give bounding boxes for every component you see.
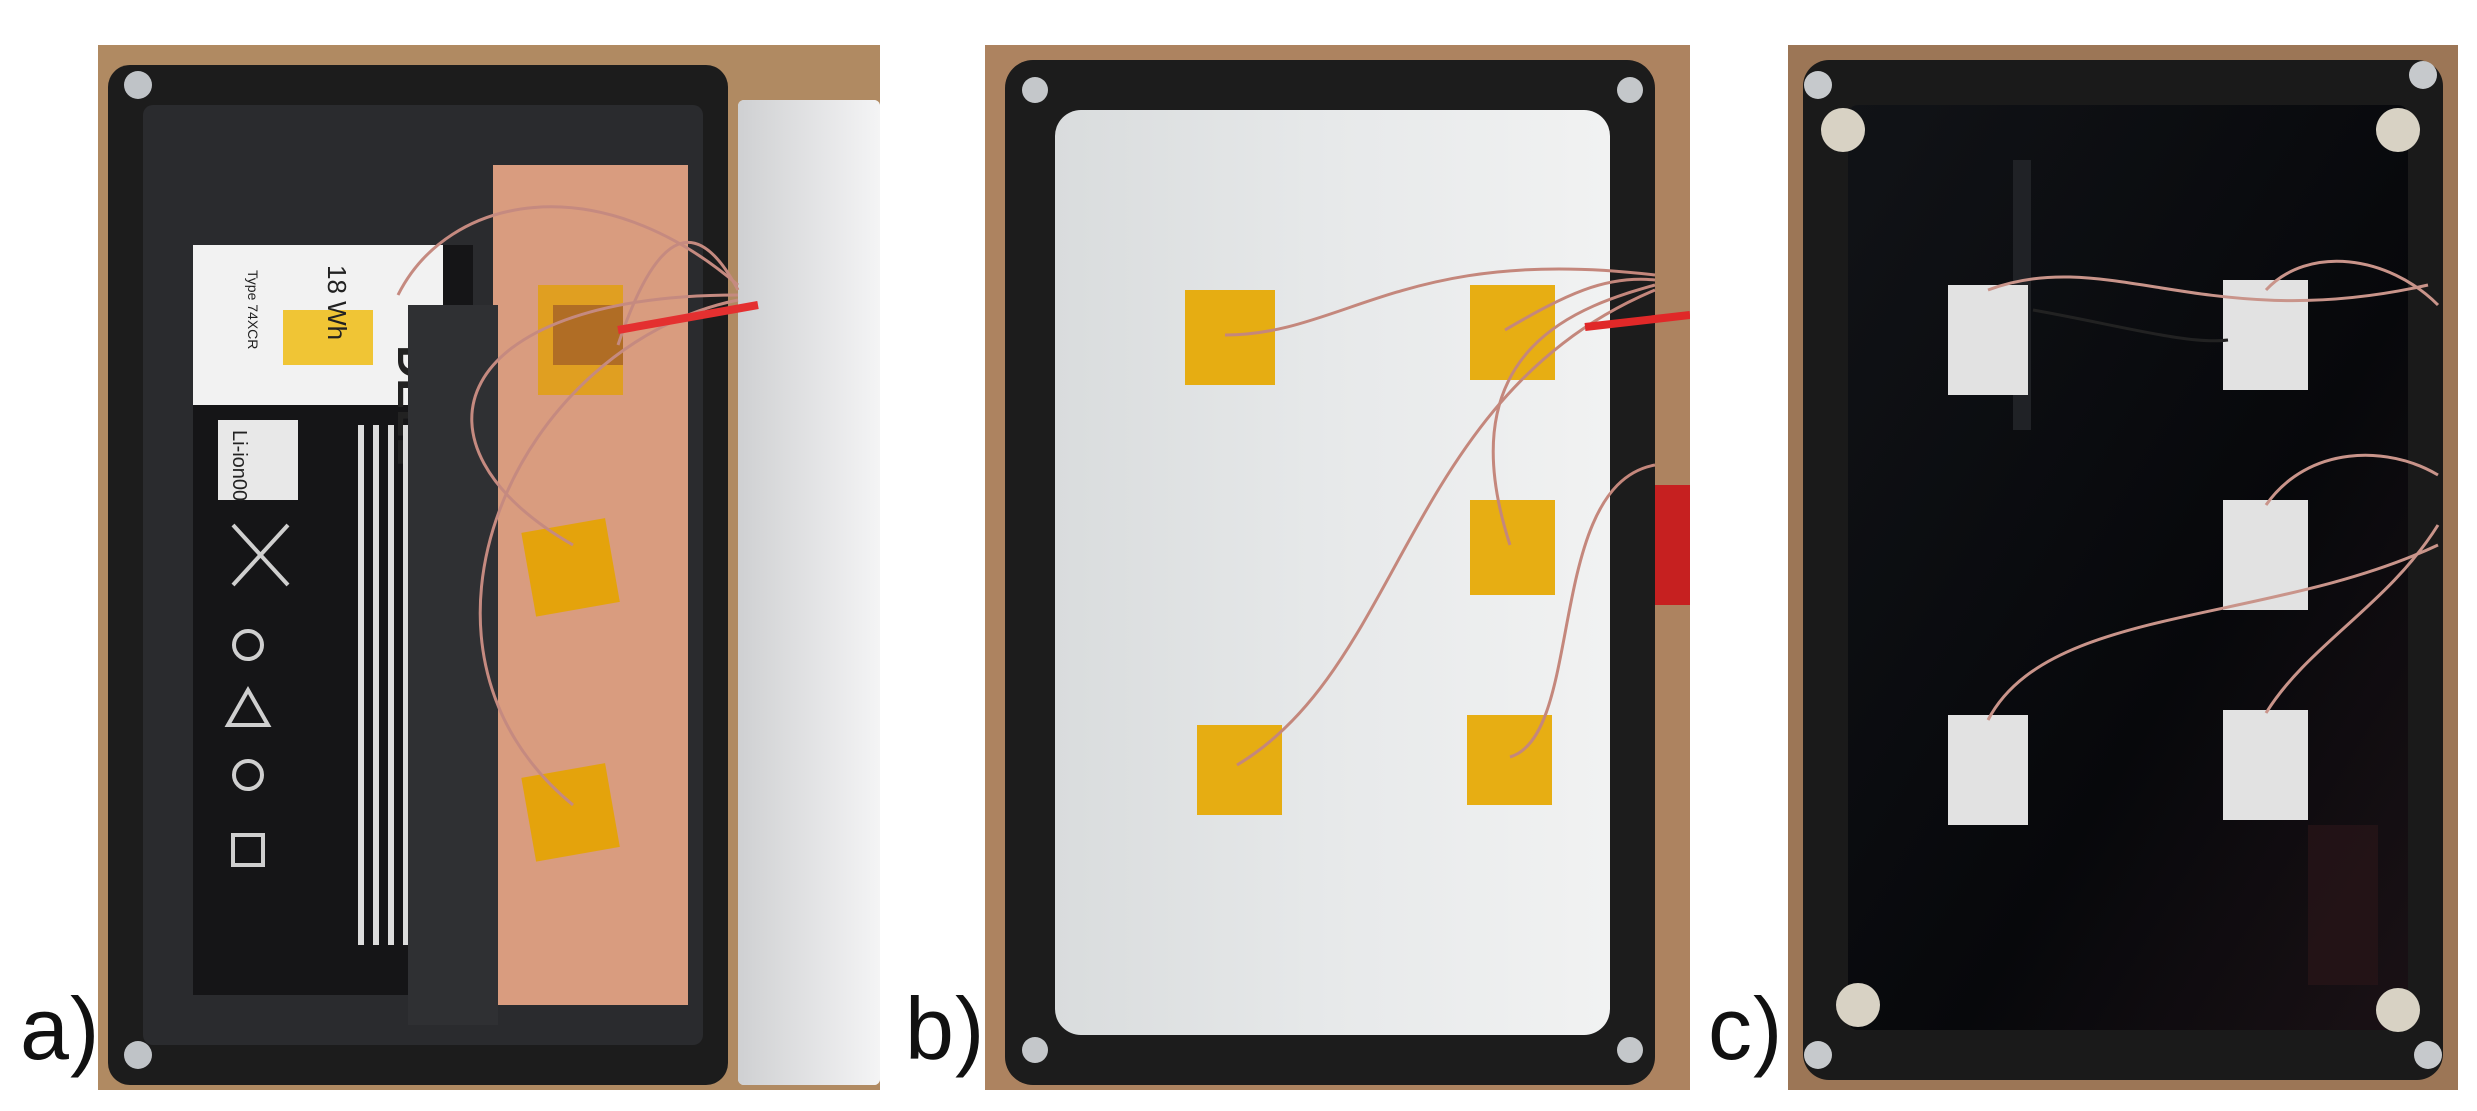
kapton-square-3	[1470, 500, 1555, 595]
red-wire	[617, 301, 759, 334]
kapton-square-3	[521, 763, 620, 862]
battery-symbols	[224, 523, 290, 867]
panel-a-svg: DELL 18 Wh Type 74XCR Li-ion00	[98, 45, 880, 1090]
battery-fineprint	[358, 425, 409, 945]
panel-b-svg	[985, 45, 1690, 1090]
red-wire	[1584, 311, 1690, 331]
red-connector	[1655, 485, 1690, 605]
battery-type: Type 74XCR	[245, 270, 261, 349]
diffuser-shade	[738, 100, 880, 1085]
panel-b-wires	[1224, 267, 1656, 767]
battery-tape	[283, 310, 373, 365]
battery-chemistry-box	[218, 420, 298, 500]
panel-c-wires	[1986, 259, 2440, 721]
panel-b-photo	[985, 45, 1690, 1090]
heater-element	[553, 305, 623, 365]
panel-c-clips	[1821, 108, 2420, 1032]
kapton-square-2	[1470, 285, 1555, 380]
sensor-pad-5	[2223, 710, 2308, 820]
black-wire	[2032, 308, 2229, 343]
copper-gap	[408, 305, 498, 1025]
panel-c-photo	[1788, 45, 2458, 1090]
panel-c-svg	[1788, 45, 2458, 1090]
panel-b-label: b)	[905, 979, 986, 1078]
panel-b-screws	[1022, 77, 1643, 1063]
battery-capacity: 18 Wh	[322, 265, 352, 340]
kapton-square-2	[521, 518, 620, 617]
screen-reflection-red	[2308, 825, 2378, 985]
panel-a-label: a)	[20, 979, 101, 1078]
sensor-pad-1	[1948, 285, 2028, 395]
kapton-square-4	[1197, 725, 1282, 815]
kapton-square-1	[1185, 290, 1275, 385]
panel-c-screws	[1804, 61, 2442, 1069]
sensor-pad-4	[1948, 715, 2028, 825]
panel-a-photo: DELL 18 Wh Type 74XCR Li-ion00	[98, 45, 880, 1090]
panel-c-label: c)	[1708, 979, 1784, 1078]
panel-a-wires	[396, 205, 740, 807]
panel-a-screws	[124, 71, 152, 1069]
battery-chemistry: Li-ion00	[228, 430, 250, 501]
copper-plate-body	[498, 305, 688, 1005]
